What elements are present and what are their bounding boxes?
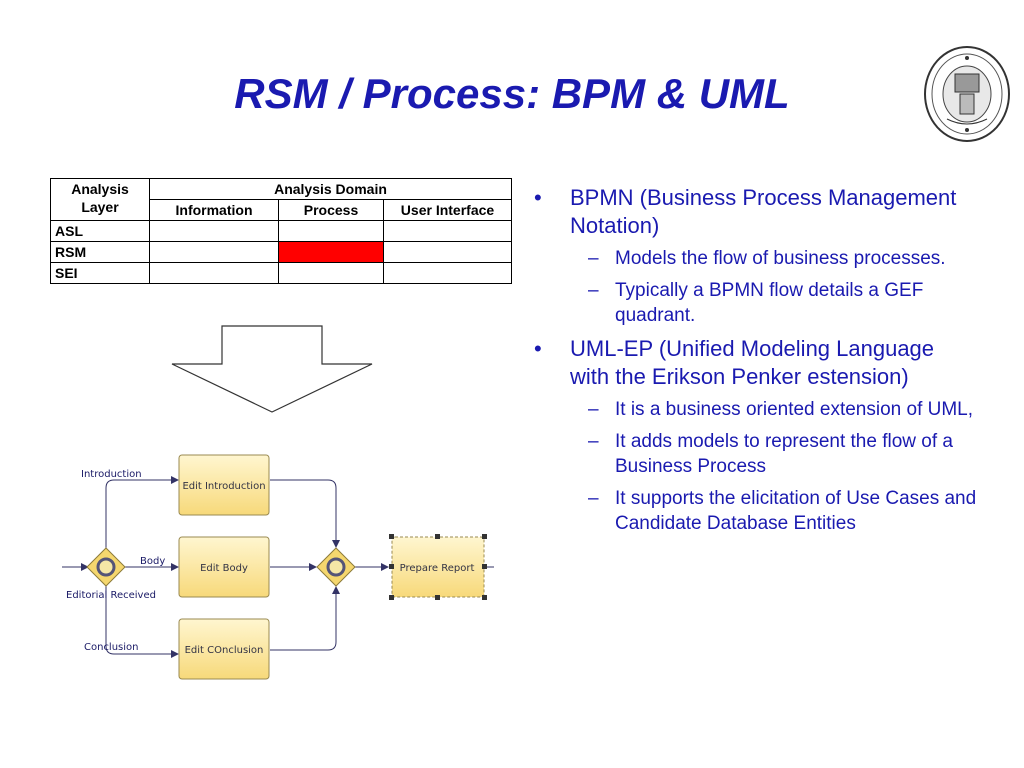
table-cell <box>278 262 384 284</box>
flow-label-introduction: Introduction <box>81 469 142 480</box>
row-label: SEI <box>50 262 150 284</box>
split-gateway[interactable] <box>86 547 126 587</box>
bullet-item: •UML-EP (Unified Modeling Language with … <box>534 336 935 389</box>
task-label: Prepare Report <box>400 563 475 574</box>
sub-bullet-text: It supports the elicitation of Use Cases… <box>615 488 977 534</box>
down-arrow-icon <box>171 325 373 413</box>
table-cell <box>278 220 384 242</box>
table-cell <box>149 220 279 242</box>
table-row: ASL <box>50 220 512 242</box>
sub-bullet-item: –It adds models to represent the flow of… <box>588 431 953 477</box>
header-analysis-layer: Analysis Layer <box>50 178 150 221</box>
header-user-interface: User Interface <box>383 199 512 221</box>
slide-title: RSM / Process: BPM & UML <box>234 70 790 117</box>
task-label: Edit COnclusion <box>185 645 264 656</box>
bullet-item: •BPMN (Business Process Management Notat… <box>534 185 957 238</box>
sub-bullet-item: –Models the flow of business processes. <box>588 248 946 269</box>
analysis-domain-table: Analysis Layer Analysis Domain Informati… <box>50 178 512 284</box>
university-seal-icon <box>924 46 1010 142</box>
row-label: RSM <box>50 241 150 263</box>
header-analysis-domain: Analysis Domain <box>149 178 512 200</box>
merge-gateway[interactable] <box>316 547 356 587</box>
bpmn-diagram: Edit Introduction Edit Body Edit COnclus… <box>62 325 494 680</box>
sub-bullet-text: It is a business oriented extension of U… <box>615 399 974 420</box>
sub-bullet-item: –It supports the elicitation of Use Case… <box>588 488 977 534</box>
flow-label-editorial-received: Editorial Received <box>66 590 156 601</box>
task-prepare-report[interactable]: Prepare Report <box>389 534 487 600</box>
task-edit-conclusion[interactable]: Edit COnclusion <box>178 618 270 680</box>
header-information: Information <box>149 199 279 221</box>
table-cell <box>383 241 512 263</box>
table-cell <box>383 262 512 284</box>
sub-bullet-text: Models the flow of business processes. <box>615 248 946 269</box>
table-row: RSM <box>50 241 512 263</box>
highlighted-cell <box>278 241 384 263</box>
bullet-text: UML-EP (Unified Modeling Language with t… <box>570 336 935 389</box>
task-edit-body[interactable]: Edit Body <box>178 536 270 598</box>
task-edit-introduction[interactable]: Edit Introduction <box>178 454 270 516</box>
row-label: ASL <box>50 220 150 242</box>
table-cell <box>149 262 279 284</box>
task-label: Edit Body <box>200 563 248 574</box>
sub-bullet-item: –It is a business oriented extension of … <box>588 399 974 420</box>
flow-label-body: Body <box>140 556 165 567</box>
sub-bullet-text: It adds models to represent the flow of … <box>615 431 953 477</box>
task-label: Edit Introduction <box>182 481 265 492</box>
table-cell <box>383 220 512 242</box>
sub-bullet-item: –Typically a BPMN flow details a GEF qua… <box>588 280 924 326</box>
bullet-list: •BPMN (Business Process Management Notat… <box>528 184 978 543</box>
bullet-text: BPMN (Business Process Management Notati… <box>570 185 957 238</box>
sub-bullet-text: Typically a BPMN flow details a GEF quad… <box>615 280 924 326</box>
flow-label-conclusion: Conclusion <box>84 642 139 653</box>
table-row: SEI <box>50 262 512 284</box>
table-cell <box>149 241 279 263</box>
header-process: Process <box>278 199 384 221</box>
